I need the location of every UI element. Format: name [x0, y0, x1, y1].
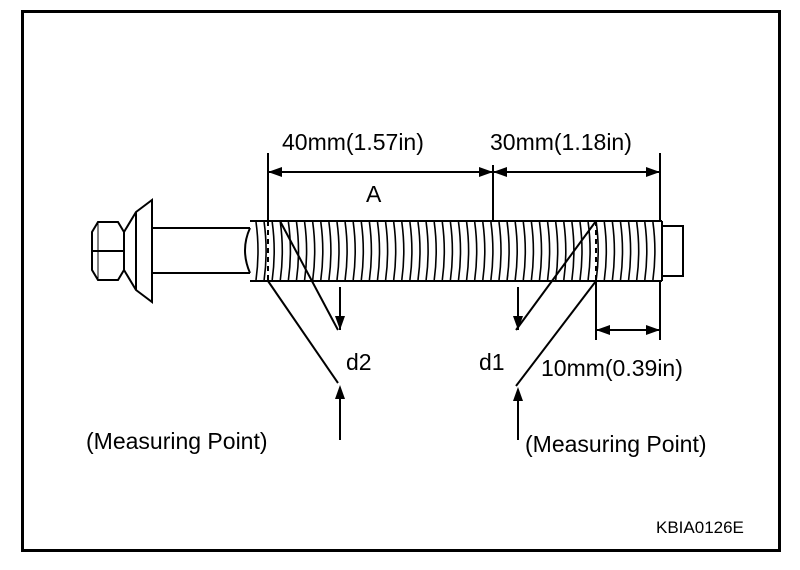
- arrowhead-40-left: [268, 167, 282, 177]
- thread-ridge: [287, 221, 292, 281]
- thread-ridge: [611, 221, 616, 281]
- thread-ridge: [546, 221, 551, 281]
- thread-ridge: [473, 221, 478, 281]
- label-measuring-point-right: (Measuring Point): [525, 431, 707, 457]
- thread-ridge: [563, 221, 567, 281]
- thread-ridge: [652, 221, 656, 281]
- thread-ridge: [425, 221, 429, 281]
- thread-ridge: [328, 221, 332, 281]
- thread-ridge: [409, 221, 413, 281]
- thread-ridge: [320, 221, 324, 281]
- arrowhead-30-right: [646, 167, 660, 177]
- thread-ridge: [490, 221, 494, 281]
- arrowhead-d2-up: [335, 385, 345, 399]
- thread-ridge: [514, 221, 518, 281]
- thread-ridge: [506, 221, 510, 281]
- leader-d2-upper: [279, 220, 339, 331]
- arrowhead-d1-down: [513, 316, 523, 330]
- label-10mm: 10mm(0.39in): [541, 355, 683, 381]
- bolt-shank: [152, 227, 251, 274]
- thread-ridge: [627, 221, 632, 281]
- bolt-threads: [255, 221, 656, 281]
- thread-ridge: [263, 221, 267, 281]
- bolt-flange: [123, 198, 153, 304]
- arrowhead-40-right: [479, 167, 493, 177]
- arrowhead-10-left: [596, 325, 610, 335]
- arrowhead-d1-up: [513, 387, 523, 401]
- thread-ridge: [352, 221, 356, 281]
- thread-ridge: [522, 221, 527, 281]
- thread-ridge: [295, 221, 300, 281]
- leader-d2-lower: [267, 280, 339, 384]
- label-40mm: 40mm(1.57in): [282, 129, 424, 155]
- thread-ridge: [311, 221, 316, 281]
- thread-ridge: [384, 221, 389, 281]
- thread-ridge: [554, 221, 559, 281]
- thread-ridge: [579, 221, 583, 281]
- thread-ridge: [457, 221, 462, 281]
- bolt-tip: [662, 225, 684, 277]
- figure-code: KBIA0126E: [656, 518, 744, 537]
- label-30mm: 30mm(1.18in): [490, 129, 632, 155]
- thread-ridge: [498, 221, 502, 281]
- thread-ridge: [303, 221, 308, 281]
- label-region-a: A: [366, 181, 382, 207]
- diagram-frame: [21, 10, 781, 552]
- label-measuring-point-left: (Measuring Point): [86, 428, 268, 454]
- thread-ridge: [538, 221, 543, 281]
- arrowhead-d2-down: [335, 316, 345, 330]
- thread-ridge: [360, 221, 365, 281]
- label-d1: d1: [479, 349, 505, 375]
- thread-ridge: [603, 221, 608, 281]
- bolt-thread-body: [250, 220, 663, 282]
- thread-ridge: [344, 221, 348, 281]
- thread-ridge: [376, 221, 381, 281]
- bolt-hex-head: [91, 221, 125, 281]
- thread-ridge: [279, 221, 284, 281]
- thread-ridge: [336, 221, 340, 281]
- thread-ridge: [271, 221, 275, 281]
- leader-d1-lower: [515, 280, 597, 387]
- arrowhead-10-right: [646, 325, 660, 335]
- thread-ridge: [635, 221, 640, 281]
- label-d2: d2: [346, 349, 372, 375]
- leader-d1-upper: [515, 220, 597, 331]
- thread-ridge: [619, 221, 624, 281]
- thread-ridge: [433, 221, 437, 281]
- thread-ridge: [401, 221, 405, 281]
- thread-ridge: [530, 221, 535, 281]
- thread-ridge: [644, 221, 648, 281]
- thread-ridge: [392, 221, 397, 281]
- thread-ridge: [449, 221, 454, 281]
- thread-ridge: [465, 221, 470, 281]
- thread-ridge: [417, 221, 421, 281]
- thread-ridge: [587, 221, 591, 281]
- thread-ridge: [441, 221, 446, 281]
- thread-ridge: [368, 221, 373, 281]
- thread-ridge: [482, 221, 486, 281]
- thread-ridge: [255, 221, 259, 281]
- arrowhead-30-left: [493, 167, 507, 177]
